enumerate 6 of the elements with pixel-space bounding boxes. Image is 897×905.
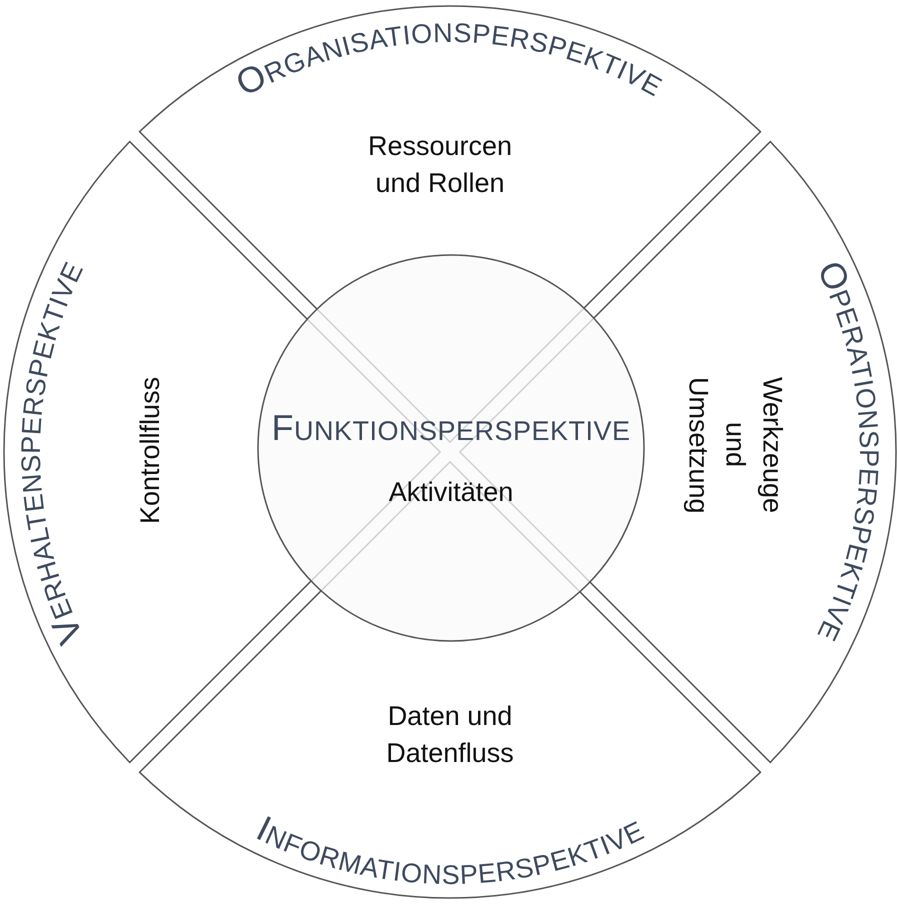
circle-label: Aktivitäten: [388, 476, 514, 508]
perspective-title: FUNKTIONSPERSPEKTIVE: [271, 407, 631, 448]
segment-label: Daten und Datenfluss: [385, 700, 515, 770]
segment-label: Kontrollfluss: [134, 375, 166, 526]
segment-label: Ressourcen und Rollen: [366, 130, 514, 200]
segment-label: Werkzeuge und Umsetzung: [682, 376, 788, 516]
